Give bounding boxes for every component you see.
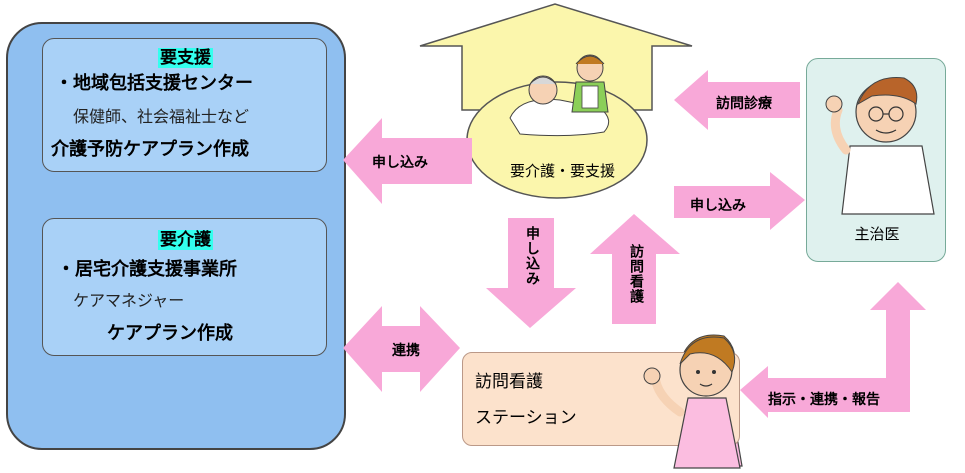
cooperation-label: 連携 [392, 343, 420, 359]
doctor-label: 主治医 [854, 225, 900, 243]
apply-doctor-arrow [674, 172, 805, 230]
support-task: 介護予防ケアプラン作成 [51, 139, 249, 160]
apply-left-label: 申し込み [372, 155, 428, 171]
instruction-arrow [740, 282, 926, 418]
home-visit-label: 訪問診療 [716, 96, 772, 112]
station-line1: 訪問看護 [475, 372, 543, 392]
instruction-label: 指示・連携・報告 [768, 392, 880, 408]
apply-doctor-label: 申し込み [690, 198, 746, 214]
care-section-box: 要介護 ・居宅介護支援事業所 ケアマネジャー ケアプラン作成 [42, 218, 327, 356]
apply-down-label: 申し込み [524, 226, 540, 286]
doctor-figure [825, 77, 935, 215]
patient-illustration [509, 54, 610, 137]
care-staff: ケアマネジャー [73, 291, 185, 310]
apply-down-arrow [486, 218, 576, 328]
nursing-up-arrow [590, 214, 680, 324]
home-visit-arrow [674, 70, 800, 130]
apply-left-arrow [343, 118, 472, 204]
nurse-figure [643, 336, 741, 469]
cooperation-arrow [343, 306, 460, 392]
support-org: ・地域包括支援センター [55, 73, 253, 94]
care-heading: 要介護 [158, 230, 213, 250]
support-heading: 要支援 [158, 48, 213, 68]
nursing-up-label: 訪問看護 [628, 244, 644, 304]
patient-label: 要介護・要支援 [510, 162, 616, 180]
care-task: ケアプラン作成 [107, 323, 233, 344]
station-line2: ステーション [475, 408, 577, 428]
house-arrow-shape [419, 3, 693, 111]
care-org: ・居宅介護支援事業所 [57, 259, 237, 280]
support-section-box: 要支援 ・地域包括支援センター 保健師、社会福祉士など 介護予防ケアプラン作成 [42, 38, 327, 172]
support-staff: 保健師、社会福祉士など [73, 107, 250, 126]
